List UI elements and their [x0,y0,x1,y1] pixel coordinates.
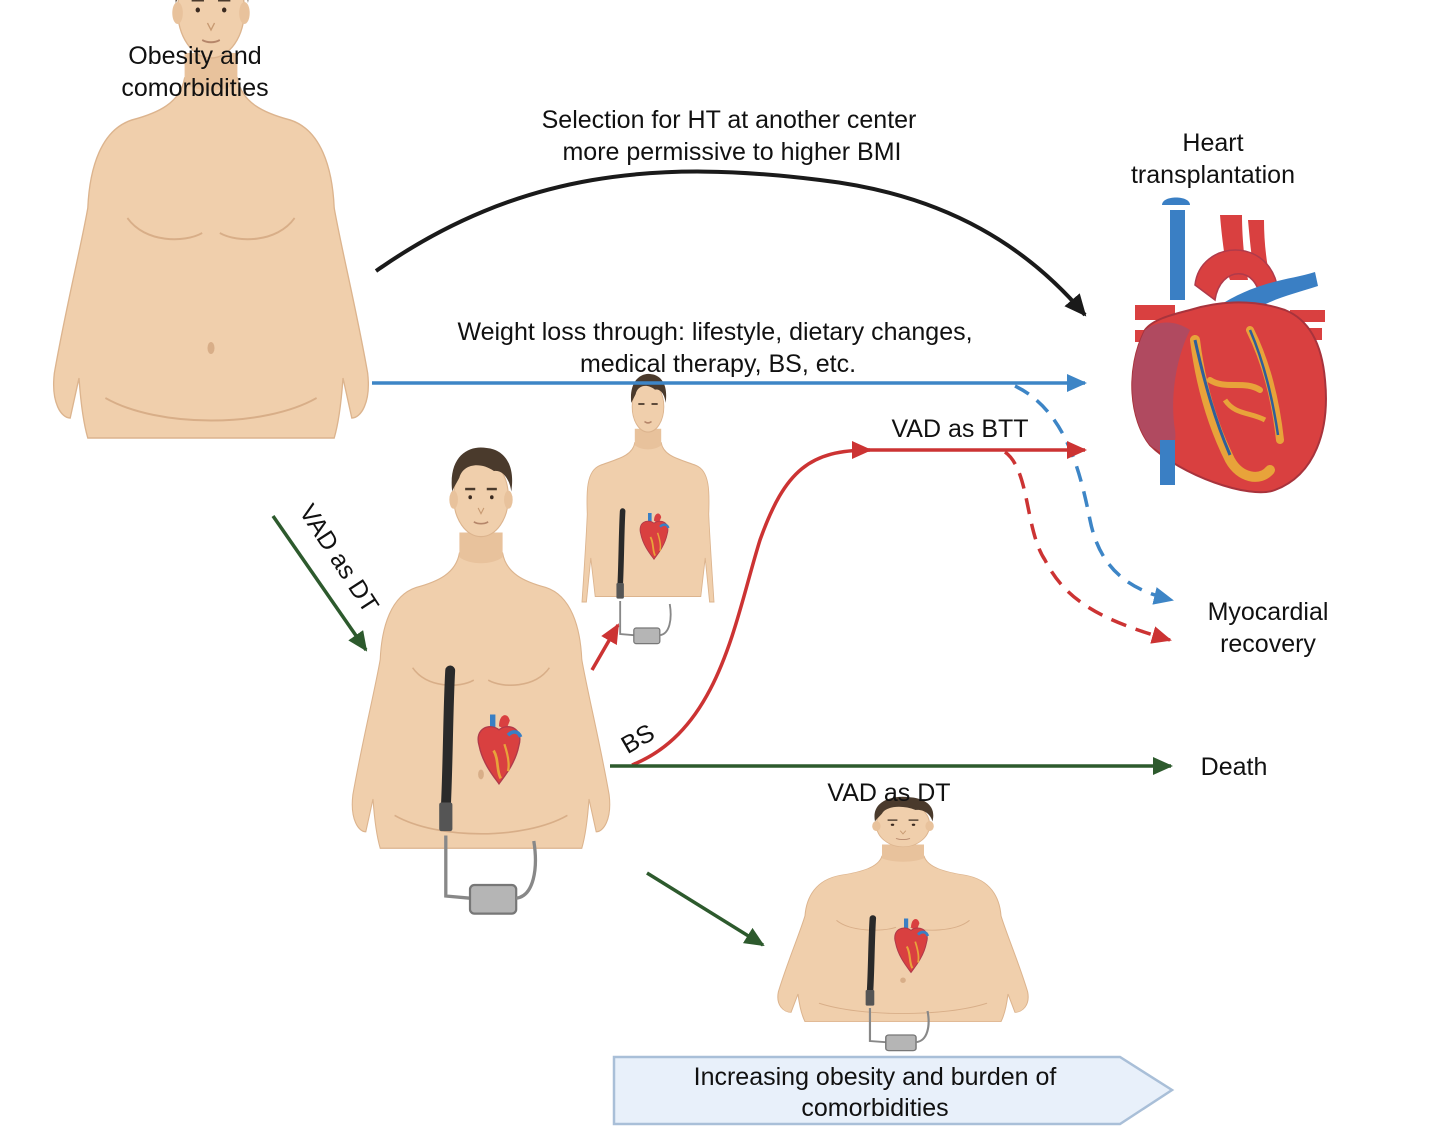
red-recovery-arrow [1003,450,1172,644]
ht-label-line2: transplantation [1131,161,1295,189]
vad-dt-diagonal-arrow [271,515,368,652]
anatomical-heart-icon [1131,197,1327,494]
weightloss-label-line1: Weight loss through: lifestyle, dietary … [457,318,972,346]
slim-person-with-vad-icon [581,373,715,644]
blue-recovery-arrow [1014,384,1174,605]
vad-dt-bottom-label: VAD as DT [827,779,950,807]
slim-person-arrow [590,623,620,671]
weightloss-label-line2: medical therapy, BS, etc. [580,350,856,378]
heavier-person-with-vad-icon [776,795,1030,1051]
myocardial-label-line2: recovery [1220,630,1316,658]
ht-label-line1: Heart [1182,129,1243,157]
death-label: Death [1201,753,1268,781]
start-label-line1: Obesity and [128,42,261,70]
selection-label-line1: Selection for HT at another center [542,106,917,134]
person-with-vad-icon [351,446,611,913]
myocardial-label-line1: Myocardial [1208,598,1329,626]
banner-label-line1: Increasing obesity and burden of [694,1063,1057,1091]
selection-label-line2: more permissive to higher BMI [562,138,901,166]
bottom-person-arrow [646,871,765,947]
vad-btt-label: VAD as BTT [891,415,1028,443]
start-label-line2: comorbidities [121,74,268,102]
vad-dt-diagonal-label: VAD as DT [293,499,384,618]
selection-arrow [374,169,1087,317]
progression-banner [612,1055,1175,1126]
banner-label-line2: comorbidities [801,1094,948,1122]
bs-to-btt-arrow [631,441,872,767]
